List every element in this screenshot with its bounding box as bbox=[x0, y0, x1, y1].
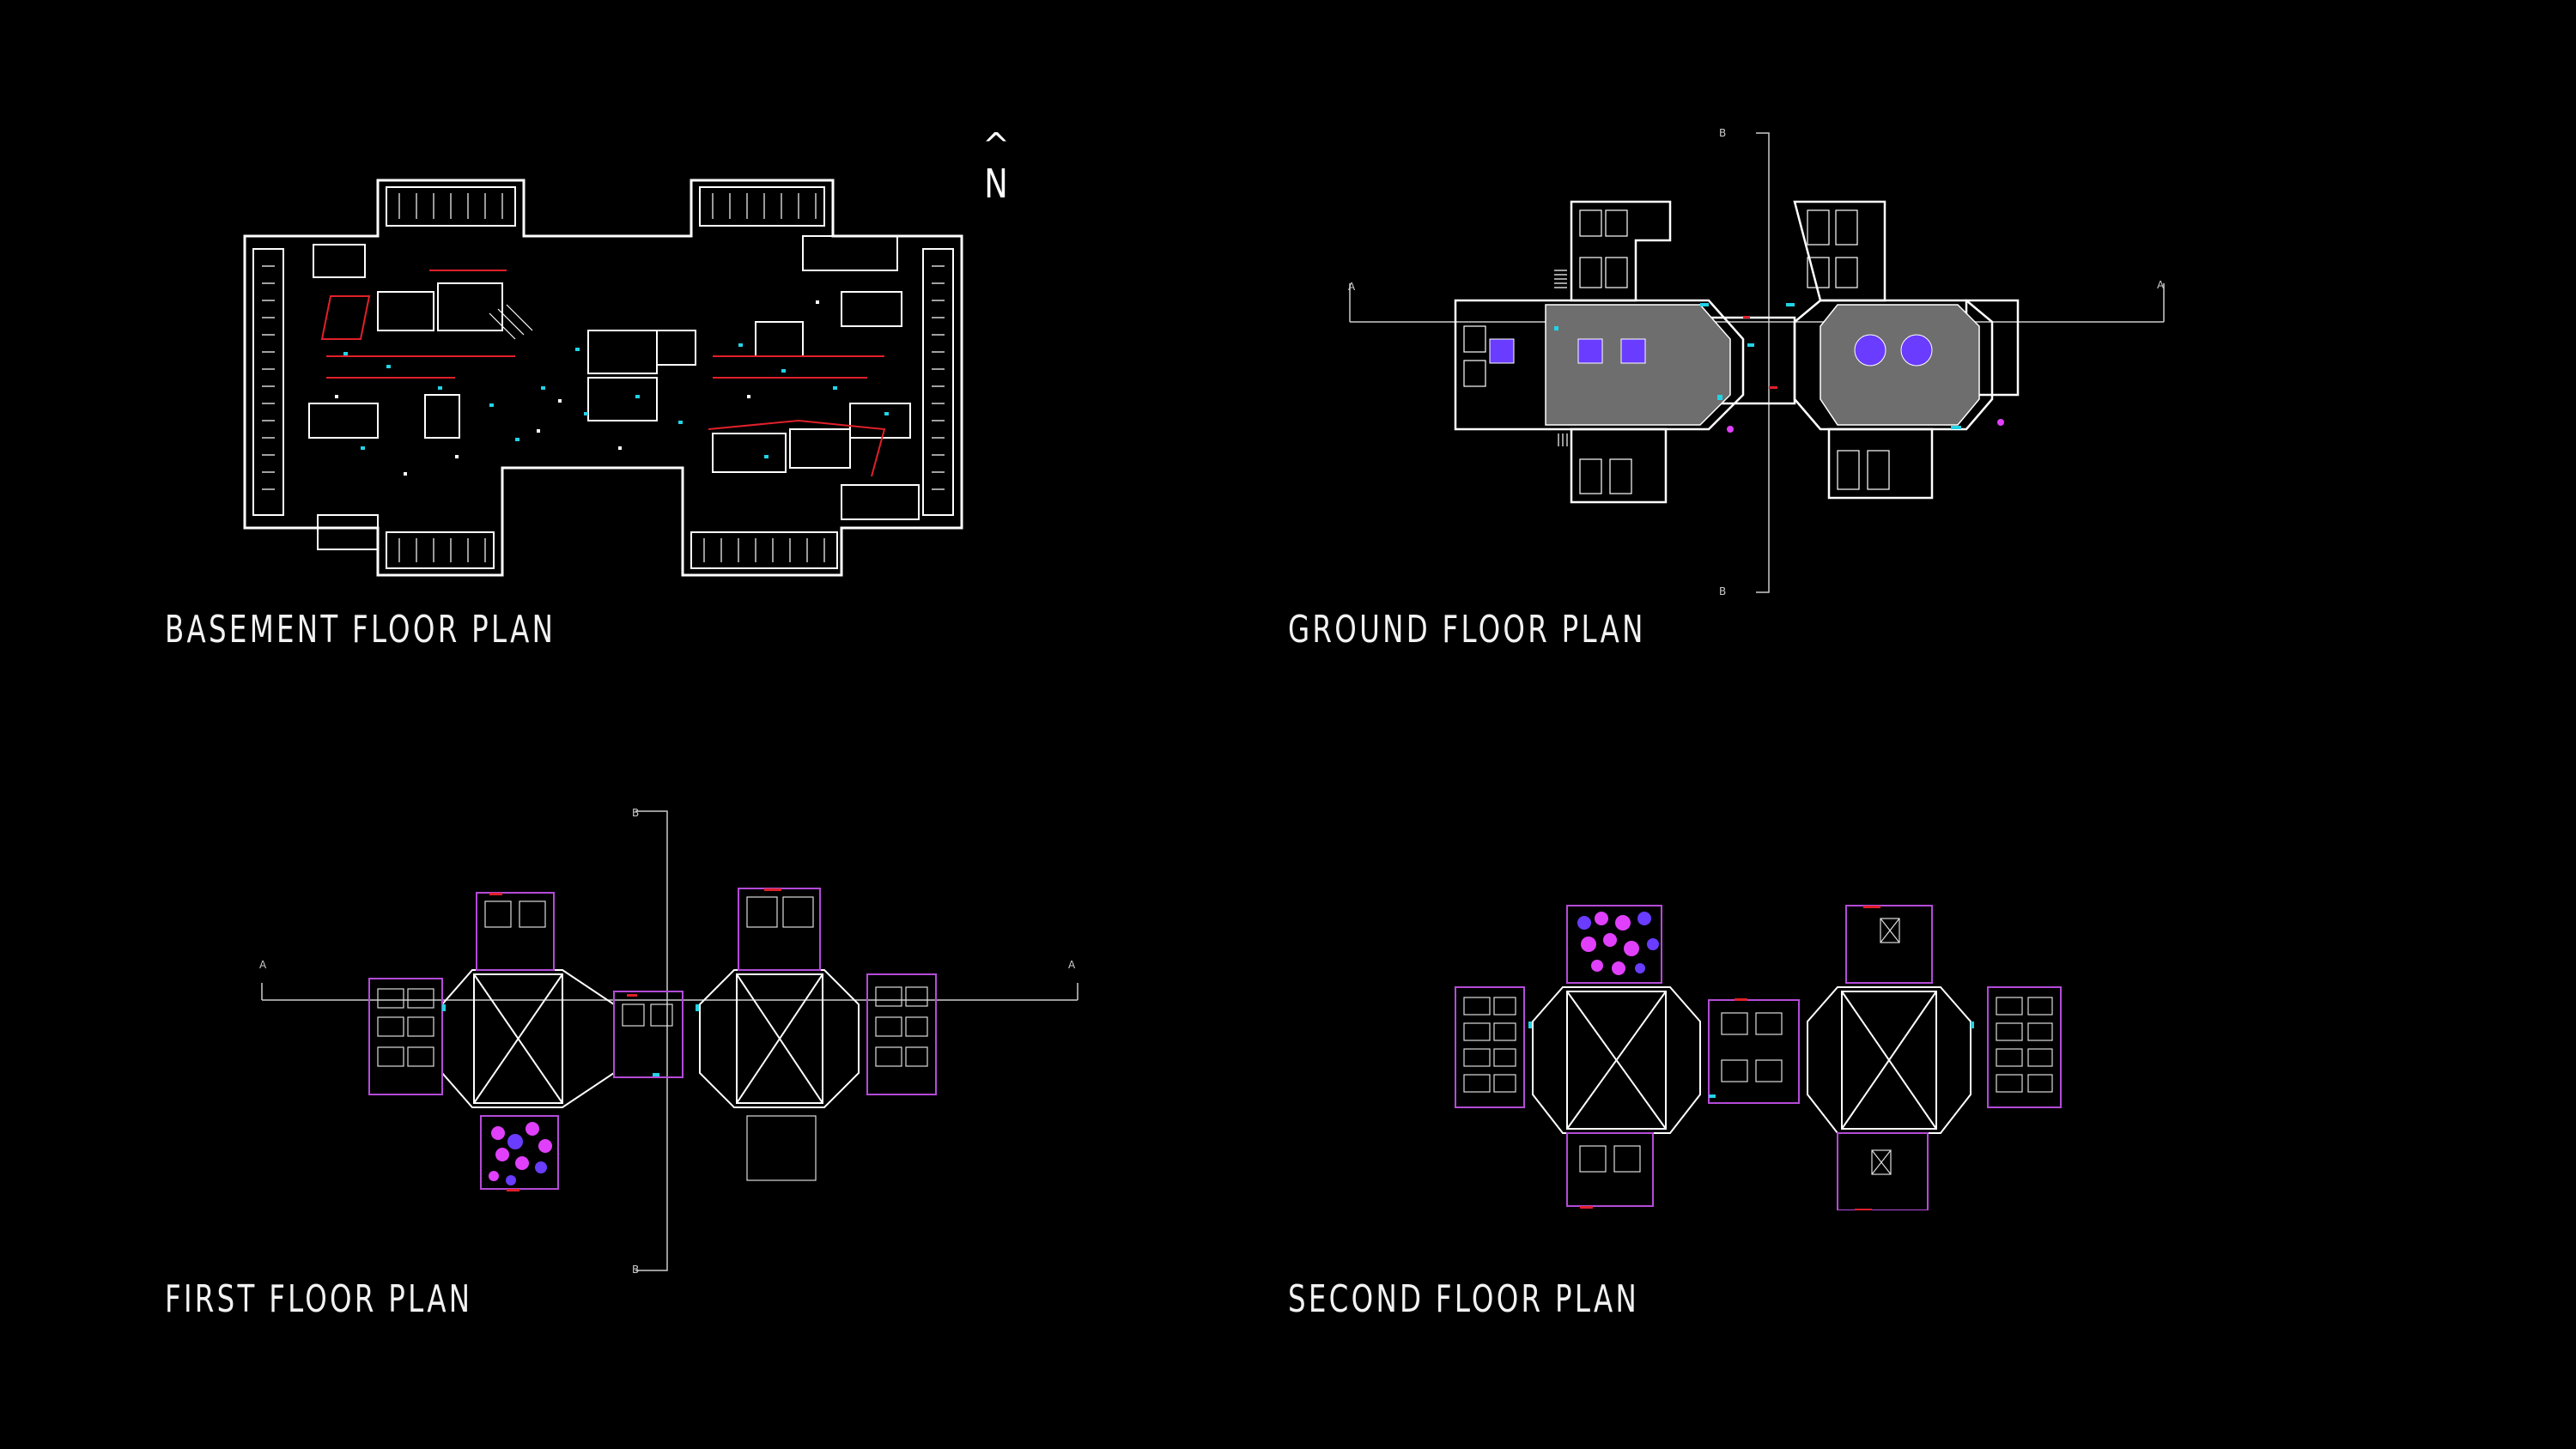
second-plan-title: SECOND FLOOR PLAN bbox=[1288, 1277, 1640, 1321]
basement-plan-drawing bbox=[243, 179, 963, 577]
second-plan-drawing bbox=[1455, 905, 2062, 1210]
first-section-mark-a-left: A bbox=[259, 959, 267, 971]
first-plan-title: FIRST FLOOR PLAN bbox=[165, 1277, 473, 1321]
basement-floor-plan bbox=[232, 172, 979, 592]
ground-section-mark-a-left: A bbox=[1348, 281, 1356, 293]
ground-section-mark-a-right: A bbox=[2157, 279, 2165, 291]
basement-plan-title: BASEMENT FLOOR PLAN bbox=[165, 608, 556, 652]
first-floor-plan bbox=[249, 798, 1091, 1288]
north-arrow-letter: N bbox=[984, 161, 1008, 207]
first-plan-drawing bbox=[261, 810, 1078, 1271]
second-floor-plan bbox=[1451, 884, 2087, 1210]
ground-plan-drawing bbox=[1349, 132, 2165, 593]
first-section-mark-b-bottom: B bbox=[632, 1264, 640, 1276]
north-arrow-caret: ^ bbox=[982, 126, 1010, 164]
ground-section-mark-b-bottom: B bbox=[1719, 585, 1727, 597]
first-section-mark-a-right: A bbox=[1068, 959, 1076, 971]
ground-floor-plan bbox=[1340, 120, 2181, 601]
first-section-mark-b-top: B bbox=[632, 807, 640, 819]
north-arrow: ^ N bbox=[979, 129, 1013, 223]
ground-plan-title: GROUND FLOOR PLAN bbox=[1288, 608, 1646, 652]
ground-section-mark-b-top: B bbox=[1719, 127, 1727, 139]
